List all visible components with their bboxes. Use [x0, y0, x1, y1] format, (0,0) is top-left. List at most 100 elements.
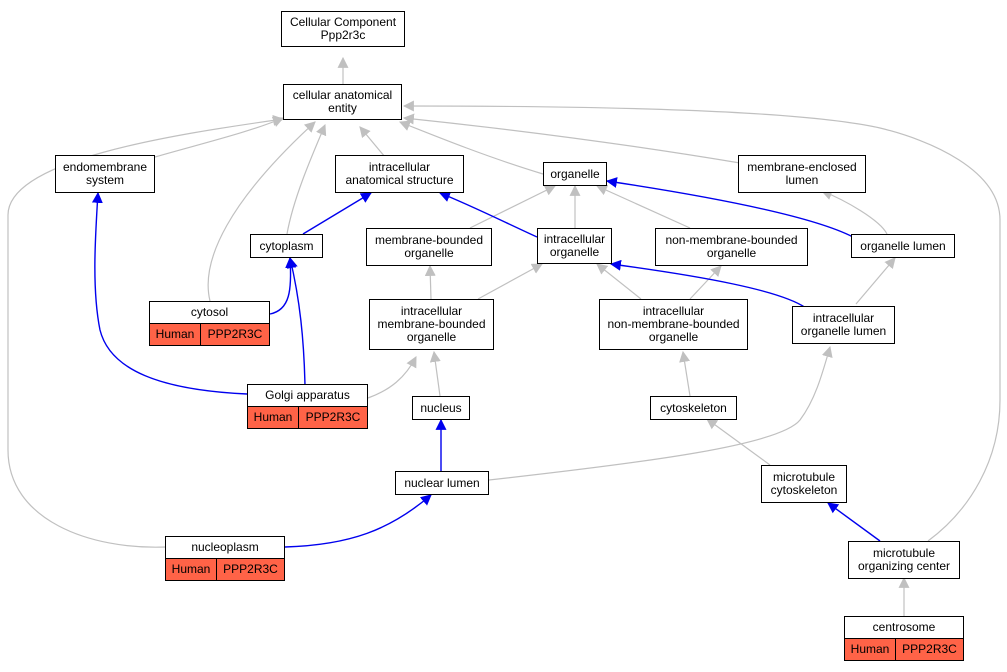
- node-label: microtubule: [772, 470, 836, 484]
- edge-io-ias: [438, 191, 538, 238]
- node-label: organelle lumen: [800, 324, 887, 338]
- node-organelle-lumen[interactable]: organelle lumen: [851, 234, 955, 258]
- edge-golgi-cytoplasm: [286, 256, 306, 387]
- annotation-row: Human PPP2R3C: [845, 639, 963, 660]
- node-cytoplasm[interactable]: cytoplasm: [250, 234, 323, 258]
- edge-cytosol-cae: [207, 121, 316, 302]
- node-cellular-anatomical-entity[interactable]: cellular anatomical entity: [283, 84, 402, 120]
- node-label: entity: [328, 101, 357, 115]
- gene-label: PPP2R3C: [207, 327, 263, 341]
- edge-endomembrane-cae: [154, 116, 285, 158]
- edge-imbo-mbo: [424, 264, 436, 300]
- node-title: Golgi apparatus: [248, 385, 367, 407]
- species-label: Human: [248, 407, 299, 428]
- node-label: organelle: [550, 166, 600, 181]
- edge-ias-cae: [359, 126, 386, 158]
- node-intracellular-non-membrane-bounded-organelle[interactable]: intracellular non-membrane-bounded organ…: [599, 299, 748, 350]
- node-golgi-apparatus[interactable]: Golgi apparatus Human PPP2R3C: [247, 384, 368, 429]
- species-label: Human: [150, 324, 201, 345]
- node-title: nucleoplasm: [166, 537, 284, 559]
- node-label: endomembrane: [62, 160, 148, 174]
- node-organelle[interactable]: organelle: [543, 162, 607, 186]
- node-title: centrosome: [845, 617, 963, 639]
- node-label: Ppp2r3c: [320, 28, 366, 42]
- edge-inmbo-nmbo: [689, 265, 722, 300]
- node-intracellular-membrane-bounded-organelle[interactable]: intracellular membrane-bounded organelle: [369, 299, 494, 350]
- node-label: non-membrane-bounded: [607, 317, 740, 331]
- edge-nucleoplasm-nuclearlumen: [284, 494, 432, 548]
- node-label: system: [85, 173, 124, 187]
- edge-mbo-organelle: [469, 185, 556, 229]
- edge-nmbo-organelle: [595, 185, 691, 229]
- gray-edges: [7, 56, 1001, 616]
- node-label: organelle: [549, 245, 600, 259]
- edge-nuclearlumen-iol: [488, 345, 833, 481]
- node-label: organelle: [706, 246, 757, 260]
- node-microtubule-organizing-center[interactable]: microtubule organizing center: [848, 541, 960, 579]
- node-label: cytoskeleton: [770, 483, 838, 497]
- gene-label: PPP2R3C: [305, 410, 361, 424]
- node-non-membrane-bounded-organelle[interactable]: non-membrane-bounded organelle: [655, 228, 808, 266]
- node-label: microtubule: [872, 546, 936, 560]
- node-label: intracellular: [642, 304, 705, 318]
- node-intracellular-anatomical-structure[interactable]: intracellular anatomical structure: [335, 155, 464, 193]
- node-label: nucleus: [420, 400, 462, 415]
- node-label: membrane-bounded: [374, 233, 484, 247]
- edge-golgi-imbo: [367, 356, 417, 399]
- node-membrane-bounded-organelle[interactable]: membrane-bounded organelle: [366, 228, 492, 266]
- species-label: Human: [166, 559, 217, 580]
- annotation-row: Human PPP2R3C: [166, 559, 284, 580]
- node-cytoskeleton[interactable]: cytoskeleton: [650, 396, 737, 420]
- node-label: membrane-bounded: [377, 317, 486, 331]
- edge-nucleoplasm-cae: [7, 114, 285, 548]
- node-microtubule-cytoskeleton[interactable]: microtubule cytoskeleton: [761, 465, 847, 503]
- edge-organelle-cae: [398, 120, 544, 175]
- edge-olumen-mel: [820, 189, 888, 235]
- node-label: organizing center: [857, 559, 951, 573]
- node-label: anatomical structure: [345, 173, 454, 187]
- edge-cytosol-cytoplasm: [269, 256, 297, 315]
- node-nucleus[interactable]: nucleus: [412, 396, 470, 420]
- edge-golgi-endomembrane: [91, 191, 248, 395]
- node-label: organelle: [404, 246, 454, 260]
- edge-cytoskeleton-inmbo: [679, 350, 691, 397]
- edge-mtcytoskeleton-cytoskeleton: [706, 418, 771, 466]
- node-label: nuclear lumen: [404, 475, 480, 490]
- node-label: cytoskeleton: [660, 400, 727, 415]
- node-label: organelle: [648, 330, 699, 344]
- edge-cytoplasm-ias: [302, 192, 372, 235]
- node-cytosol[interactable]: cytosol Human PPP2R3C: [149, 301, 270, 346]
- node-centrosome[interactable]: centrosome Human PPP2R3C: [844, 616, 964, 661]
- node-label: Cellular Component: [289, 15, 397, 29]
- node-label: cytoplasm: [259, 238, 314, 253]
- node-title: cytosol: [150, 302, 269, 324]
- node-label: intracellular: [368, 160, 431, 174]
- edge-mtoc-mtcytoskeleton: [827, 502, 881, 542]
- node-label: non-membrane-bounded: [665, 233, 798, 247]
- edge-inmbo-io: [596, 263, 642, 300]
- edge-cytoplasm-cae: [286, 123, 327, 235]
- node-label: organelle: [406, 330, 457, 344]
- annotation-row: Human PPP2R3C: [150, 324, 269, 345]
- node-membrane-enclosed-lumen[interactable]: membrane-enclosed lumen: [738, 155, 866, 193]
- node-label: organelle lumen: [860, 238, 946, 253]
- edge-mtoc-cae: [402, 100, 1001, 542]
- edge-iol-olumen: [855, 257, 896, 305]
- node-label: intracellular: [543, 232, 606, 246]
- node-endomembrane-system[interactable]: endomembrane system: [55, 155, 155, 193]
- node-nucleoplasm[interactable]: nucleoplasm Human PPP2R3C: [165, 536, 285, 581]
- node-intracellular-organelle[interactable]: intracellular organelle: [537, 228, 612, 264]
- node-intracellular-organelle-lumen[interactable]: intracellular organelle lumen: [792, 306, 895, 344]
- node-label: lumen: [785, 173, 819, 187]
- edge-nucleus-imbo: [429, 350, 441, 397]
- annotation-row: Human PPP2R3C: [248, 407, 367, 428]
- node-cellular-component-root[interactable]: Cellular Component Ppp2r3c: [281, 11, 405, 47]
- node-label: membrane-enclosed: [747, 160, 857, 174]
- species-label: Human: [845, 639, 896, 660]
- node-label: intracellular: [400, 304, 463, 318]
- node-label: intracellular: [812, 311, 875, 325]
- node-nuclear-lumen[interactable]: nuclear lumen: [395, 471, 489, 495]
- edge-mel-cae: [402, 113, 741, 164]
